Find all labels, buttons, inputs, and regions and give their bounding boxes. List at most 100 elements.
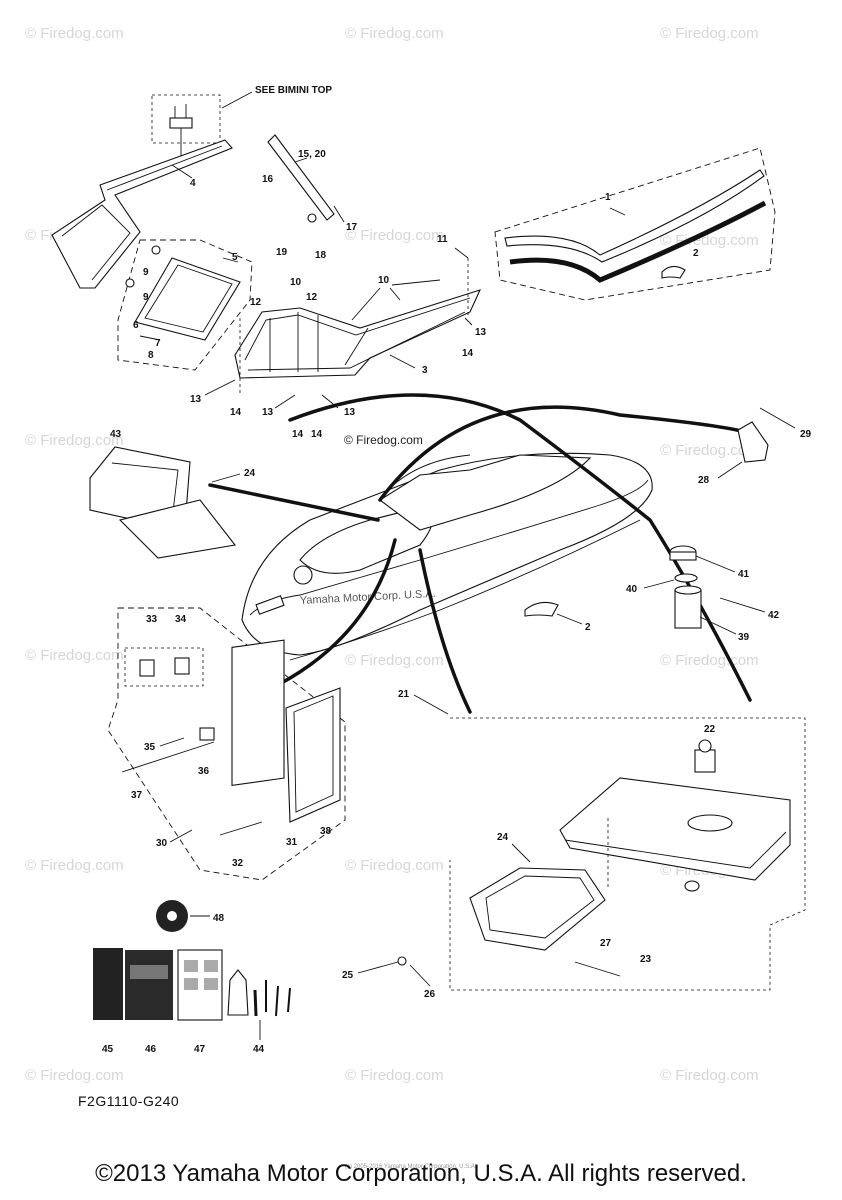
watermark: © Firedog.com — [660, 652, 759, 669]
callout-27: 27 — [600, 938, 612, 949]
post-tube-part — [674, 589, 702, 629]
callout-24: 24 — [244, 468, 256, 479]
fastener-pair-icon — [139, 657, 190, 677]
callout-42: 42 — [768, 610, 780, 621]
watermark: © Firedog.com — [345, 227, 444, 244]
callout-1: 1 — [605, 192, 611, 203]
callout-36: 36 — [198, 766, 210, 777]
boat-hull — [241, 452, 653, 656]
bracket-group: 29 28 — [698, 407, 812, 486]
watermark: © Firedog.com — [25, 1067, 124, 1084]
callout-2: 2 — [693, 248, 699, 259]
callout-18: 18 — [315, 250, 327, 261]
watermark: © Firedog.com — [25, 25, 124, 42]
tool-kit-icon — [253, 980, 291, 1017]
support-strut-part — [267, 134, 335, 221]
callout-12: 12 — [306, 292, 318, 303]
callout-28: 28 — [698, 475, 710, 486]
callout-37: 37 — [131, 790, 143, 801]
storage-box-group: 43 24 — [89, 429, 256, 559]
callout-31: 31 — [286, 837, 298, 848]
callout-11: 11 — [437, 234, 448, 245]
latch-icon — [694, 739, 716, 773]
callout-14: 14 — [292, 429, 304, 440]
callout-44: 44 — [253, 1044, 265, 1055]
callout-19: 19 — [276, 247, 288, 258]
callout-43: 43 — [110, 429, 122, 440]
watermark: © Firedog.com — [345, 857, 444, 874]
callout-8: 8 — [148, 350, 154, 361]
manual-46-icon — [125, 950, 173, 1020]
callout-14: 14 — [230, 407, 242, 418]
callout-33: 33 — [146, 614, 158, 625]
callout-22: 22 — [704, 724, 716, 735]
callout-13: 13 — [344, 407, 356, 418]
callout-26: 26 — [424, 989, 436, 1000]
center-watermark: © Firedog.com — [344, 433, 423, 447]
callout-23: 23 — [640, 954, 652, 965]
callout-5: 5 — [232, 252, 238, 263]
manual-45-icon — [93, 948, 123, 1020]
callout-9: 9 — [143, 267, 149, 278]
callout-2: 2 — [585, 622, 591, 633]
seat-group: 21 22 24 27 23 25 26 — [342, 689, 806, 1000]
callout-14: 14 — [462, 348, 474, 359]
watermark: © Firedog.com — [345, 1067, 444, 1084]
hatch-frame-part — [285, 687, 341, 823]
callout-7: 7 — [155, 338, 161, 349]
hatch-group: 33 34 35 36 37 30 32 31 38 — [107, 607, 346, 881]
watermark: © Firedog.com — [660, 1067, 759, 1084]
callout-13: 13 — [190, 394, 202, 405]
callout-35: 35 — [144, 742, 156, 753]
callout-45: 45 — [102, 1044, 114, 1055]
seat-storage-part — [469, 867, 606, 951]
seat-reference — [449, 717, 806, 991]
callout-17: 17 — [346, 222, 358, 233]
callout-40: 40 — [626, 584, 638, 595]
accessory-group: 48 45 46 47 44 — [93, 900, 291, 1055]
side-window-glass — [134, 257, 241, 341]
windshield-part — [234, 289, 482, 379]
callout-4: 4 — [190, 178, 196, 189]
bracket-part — [737, 421, 769, 463]
watermark: © Firedog.com — [660, 442, 759, 459]
see-bimini-label: SEE BIMINI TOP — [255, 85, 332, 96]
tool-pouch-icon — [227, 969, 249, 1016]
callout-25: 25 — [342, 970, 354, 981]
bimini-bracket-icon — [169, 104, 193, 160]
watermark: © Firedog.com — [25, 857, 124, 874]
rub-rail-part — [504, 169, 765, 263]
callout-14: 14 — [311, 429, 323, 440]
watermark: © Firedog.com — [25, 647, 124, 664]
watermark: © Firedog.com — [345, 25, 444, 42]
rail-end-cap — [661, 265, 686, 279]
diagram-code: F2G1110-G240 — [78, 1093, 180, 1109]
callout-21: 21 — [398, 689, 410, 700]
callout-13: 13 — [475, 327, 487, 338]
callout-13: 13 — [262, 407, 274, 418]
callout-29: 29 — [800, 429, 812, 440]
watermark: © Firedog.com — [345, 652, 444, 669]
bimini-reference-box — [151, 94, 221, 144]
boat-hull-group: Yamaha Motor Corp. U.S.A. © Firedog.com — [241, 433, 653, 661]
callout-38: 38 — [320, 826, 332, 837]
tiny-credit: (c) 2005-2016 Yamaha Motor Corporation, … — [345, 1164, 477, 1170]
callout-39: 39 — [738, 632, 750, 643]
windshield-group: SEE BIMINI TOP 4 5 9 9 6 7 8 — [51, 85, 487, 440]
watermark: © Firedog.com — [25, 432, 124, 449]
callout-3: 3 — [422, 365, 428, 376]
callout-10: 10 — [378, 275, 390, 286]
hatch-door-part — [231, 639, 285, 787]
callout-47: 47 — [194, 1044, 206, 1055]
post-group: 41 40 42 39 2 — [524, 545, 780, 643]
rail-end-cap — [524, 601, 559, 617]
callout-15-20: 15, 20 — [298, 149, 326, 160]
side-window-reference — [117, 239, 253, 371]
callout-6: 6 — [133, 320, 139, 331]
seat-cushion-part — [559, 777, 791, 881]
windshield-frame-part — [51, 139, 233, 289]
callout-12: 12 — [250, 297, 262, 308]
callout-9: 9 — [143, 292, 149, 303]
callout-32: 32 — [232, 858, 244, 869]
